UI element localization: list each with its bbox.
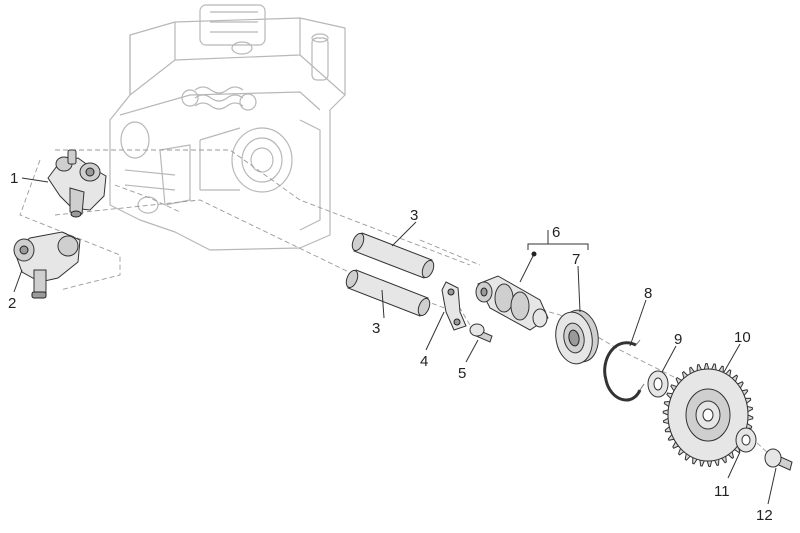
camshaft-sprocket	[662, 362, 754, 468]
leader-lines	[13, 177, 777, 505]
rocker-shaft-upper	[351, 232, 435, 279]
retaining-plate	[441, 281, 467, 331]
callout-3-lower: 3	[372, 320, 380, 337]
callout-2: 2	[8, 295, 16, 312]
washer-11	[735, 427, 757, 453]
screw-5	[469, 323, 493, 343]
callout-10: 10	[734, 329, 751, 346]
callout-3-upper: 3	[410, 207, 418, 224]
callout-4: 4	[420, 353, 428, 370]
callout-9: 9	[674, 331, 682, 348]
callout-6: 6	[552, 224, 560, 241]
callout-5: 5	[458, 365, 466, 382]
camshaft	[475, 275, 549, 331]
circlip	[603, 339, 645, 402]
rocker-shaft-lower	[345, 269, 431, 317]
bolt-12	[764, 448, 793, 471]
callout-7: 7	[572, 251, 580, 268]
cylinder-head	[109, 4, 346, 251]
callout-labels: 1 2 3 3 4 5 6 7 8 9 10 11 12	[8, 170, 773, 524]
rocker-arm-2	[13, 231, 81, 299]
callout-11: 11	[714, 483, 730, 500]
callout-12: 12	[756, 507, 773, 524]
bearing	[555, 309, 599, 365]
callout-1: 1	[10, 170, 18, 187]
callout-8: 8	[644, 285, 652, 302]
washer-9	[647, 370, 669, 398]
rocker-arm-1	[47, 149, 107, 218]
